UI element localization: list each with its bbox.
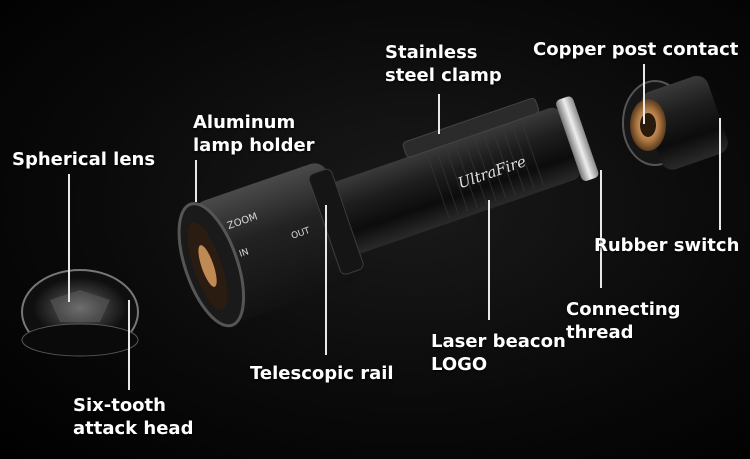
label-laser-line1: Laser beacon <box>431 331 566 352</box>
label-telescopic-rail: Telescopic rail <box>250 363 394 384</box>
leader-connecting-thread <box>600 170 602 288</box>
label-stainless-steel-clamp: Stainless steel clamp <box>385 41 502 87</box>
leader-aluminum <box>195 160 197 202</box>
flashlight-body: ZOOM IN OUT UltraFire <box>177 96 599 328</box>
tail-cap <box>622 75 728 170</box>
label-aluminum-lamp-holder: Aluminum lamp holder <box>193 111 315 157</box>
label-stainless-line1: Stainless <box>385 42 478 63</box>
label-connecting-thread: Connecting thread <box>566 298 681 344</box>
lens-assembly <box>21 269 139 357</box>
label-rubber-switch: Rubber switch <box>594 235 740 256</box>
leader-spherical-lens <box>68 174 70 302</box>
leader-laser-logo <box>488 200 490 320</box>
leader-telescopic-rail <box>325 205 327 355</box>
leader-rubber-switch <box>719 118 721 230</box>
label-aluminum-line1: Aluminum <box>193 112 296 133</box>
label-laser-line2: LOGO <box>431 354 488 375</box>
label-connecting-line2: thread <box>566 322 634 343</box>
label-spherical-lens: Spherical lens <box>12 149 156 170</box>
label-connecting-line1: Connecting <box>566 299 681 320</box>
label-six-tooth-attack-head: Six-tooth attack head <box>73 394 193 440</box>
label-six-tooth-line2: attack head <box>73 418 194 439</box>
label-stainless-line2: steel clamp <box>385 65 502 86</box>
label-copper-post-contact: Copper post contact <box>533 39 739 60</box>
label-aluminum-line2: lamp holder <box>193 135 315 156</box>
in-marking: IN <box>238 247 250 260</box>
leader-copper-post <box>643 64 645 124</box>
leader-six-tooth <box>128 300 130 390</box>
label-six-tooth-line1: Six-tooth <box>73 395 166 416</box>
leader-stainless <box>438 94 440 134</box>
label-laser-beacon-logo: Laser beacon LOGO <box>431 330 566 376</box>
